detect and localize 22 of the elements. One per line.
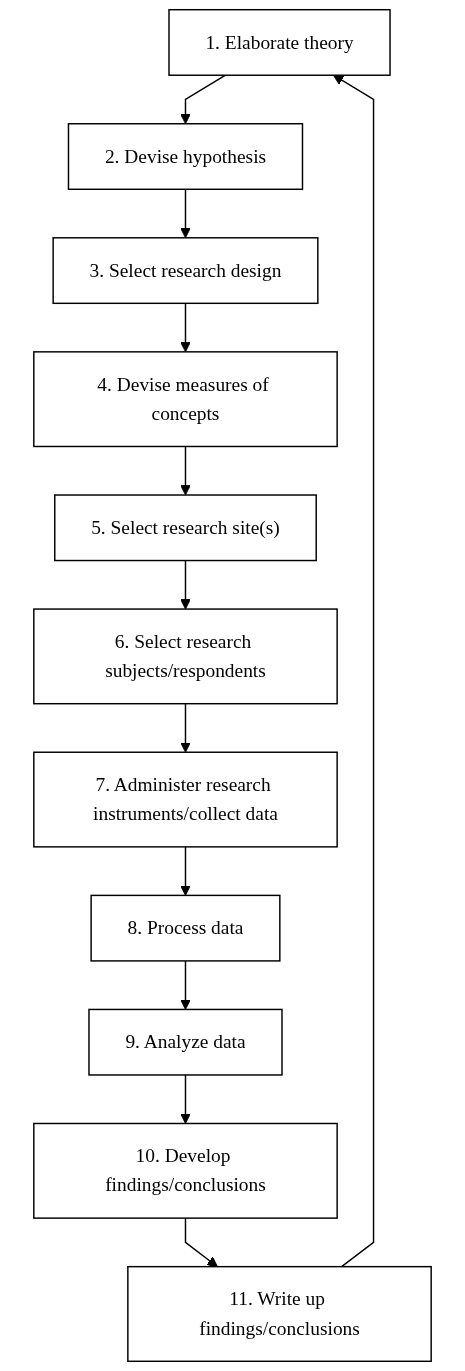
node-box: 3. Select research design	[52, 237, 319, 305]
node-box: 8. Process data	[90, 894, 281, 962]
node-box: 7. Administer research instruments/collect data	[33, 751, 338, 848]
arrow	[180, 846, 191, 896]
arrow	[180, 559, 191, 610]
node-box: 11. Write up findings/conclusions	[127, 1265, 432, 1362]
arrow	[333, 74, 375, 1268]
arrow	[180, 960, 191, 1010]
node-box: 4. Devise measures of concepts	[33, 351, 338, 448]
arrow	[180, 302, 191, 353]
node-box: 5. Select research site(s)	[54, 494, 317, 562]
node-box: 2. Devise hypothesis	[67, 123, 304, 190]
node-box: 1. Elaborate theory	[168, 9, 391, 76]
node-box: 6. Select research subjects/respondents	[33, 608, 338, 705]
arrow	[180, 188, 191, 239]
node-box: 10. Develop findings/conclusions	[33, 1122, 338, 1219]
arrow	[180, 702, 191, 753]
arrow	[180, 445, 191, 496]
arrow	[180, 1074, 191, 1124]
arrow	[184, 1217, 218, 1268]
arrow	[180, 74, 227, 125]
node-box: 9. Analyze data	[88, 1008, 283, 1076]
